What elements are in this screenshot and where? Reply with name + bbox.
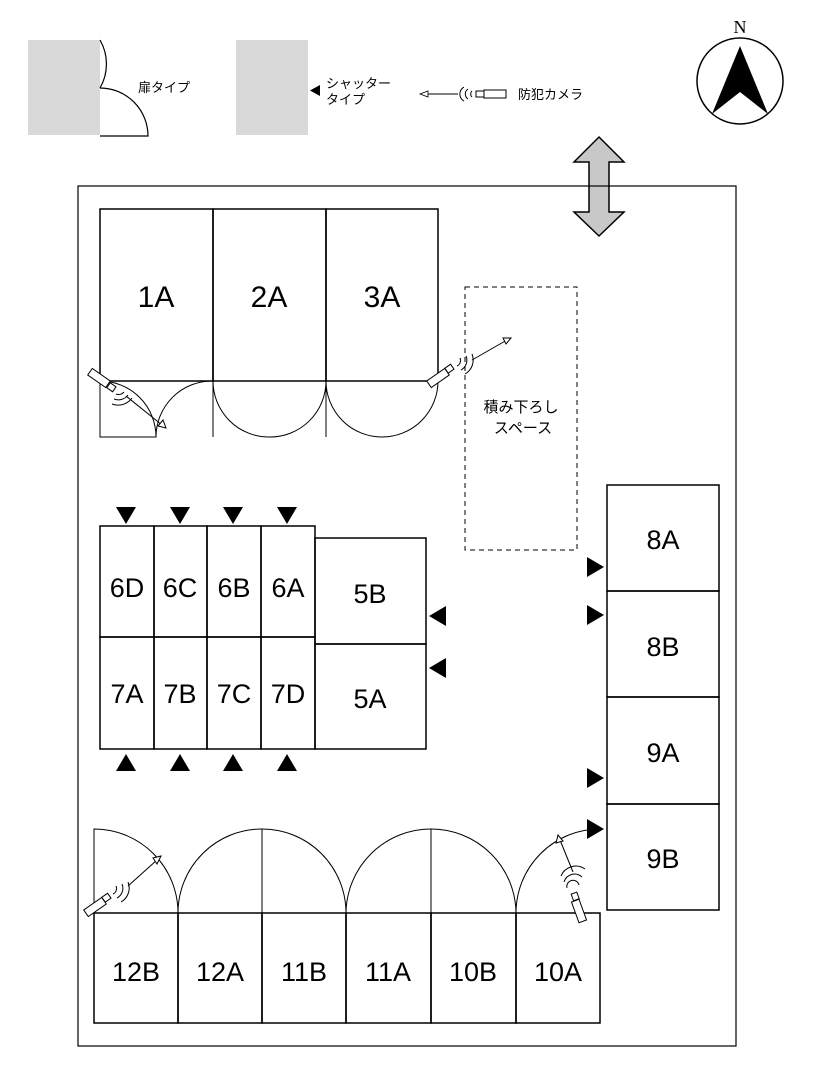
- unit-10A-label: 10A: [534, 957, 582, 987]
- shutter-marker: [587, 768, 604, 788]
- loading-space: [464, 286, 578, 551]
- shutter-marker: [116, 507, 136, 524]
- unit-10B-label: 10B: [449, 957, 497, 987]
- door-swing: [93, 828, 179, 914]
- legend-door-box: [28, 40, 100, 135]
- unit-7D-label: 7D: [271, 679, 306, 709]
- unit-11A-label: 11A: [365, 957, 411, 987]
- unit-5B-label: 5B: [353, 579, 386, 609]
- legend-shutter-type-label-2: タイプ: [326, 92, 365, 107]
- shutter-markers-5: [429, 606, 446, 678]
- unit-7A-label: 7A: [110, 679, 143, 709]
- legend-camera-label: 防犯カメラ: [518, 87, 583, 102]
- unit-2A-label: 2A: [251, 281, 288, 314]
- compass-arrow-icon: [712, 46, 768, 114]
- unit-12A-label: 12A: [196, 957, 244, 987]
- unit-3A-label: 3A: [364, 281, 401, 314]
- loading-space-label-2: スペース: [494, 420, 552, 437]
- unit-6D-label: 6D: [110, 573, 145, 603]
- legend-shutter-triangle-icon: [310, 85, 320, 96]
- shutter-marker: [223, 754, 243, 771]
- legend: 扉タイプ シャッター タイプ 防犯カメラ: [28, 39, 583, 137]
- unit-6A-label: 6A: [271, 573, 304, 603]
- unit-9B: [606, 803, 720, 911]
- loading-space-label-1: 積み下ろし: [483, 399, 558, 416]
- security-camera-10A: [555, 833, 588, 924]
- legend-shutter-box: [236, 40, 308, 135]
- north-compass: N: [696, 17, 784, 125]
- legend-shutter-type-label-1: シャッター: [326, 76, 391, 91]
- unit-9A-label: 9A: [646, 738, 679, 768]
- shutter-marker: [587, 605, 604, 625]
- unit-10A: [515, 912, 601, 1024]
- unit-12B-label: 12B: [112, 957, 160, 987]
- security-camera-3A: [425, 337, 513, 389]
- unit-1A-label: 1A: [138, 281, 175, 314]
- security-camera-12B: [82, 855, 162, 918]
- unit-6C-label: 6C: [163, 573, 198, 603]
- unit-8B-label: 8B: [646, 632, 679, 662]
- shutter-marker: [277, 507, 297, 524]
- shutter-marker: [429, 606, 446, 626]
- bottom-row-door-swings: [93, 828, 601, 914]
- right-unit-column: [606, 484, 720, 911]
- middle-unit-block: [99, 525, 427, 750]
- shutter-marker: [116, 754, 136, 771]
- top-unit-row: [99, 208, 439, 382]
- unit-3A: [325, 208, 439, 382]
- shutter-markers-6-row: [116, 507, 297, 524]
- unit-7C-label: 7C: [217, 679, 252, 709]
- unit-9B-label: 9B: [646, 844, 679, 874]
- bottom-unit-row: [93, 912, 601, 1024]
- door-swing: [325, 380, 439, 438]
- legend-camera-icon: [418, 86, 507, 102]
- door-swing: [212, 380, 327, 438]
- site-boundary: [77, 185, 737, 1047]
- compass-north-label: N: [734, 17, 747, 37]
- door-swing: [515, 828, 601, 914]
- unit-5A: [314, 643, 427, 750]
- unit-5A-label: 5A: [353, 684, 386, 714]
- unit-7B-label: 7B: [163, 679, 196, 709]
- shutter-marker: [587, 557, 604, 577]
- unit-11B-label: 11B: [281, 957, 327, 987]
- shutter-markers-7-row: [116, 754, 297, 771]
- shutter-marker: [170, 507, 190, 524]
- top-row-door-swings: [99, 380, 439, 438]
- shutter-marker: [223, 507, 243, 524]
- legend-door-swing-icon: [99, 39, 149, 137]
- shutter-marker: [277, 754, 297, 771]
- legend-door-type-label: 扉タイプ: [138, 80, 190, 95]
- shutter-markers-8-9: [587, 557, 604, 839]
- shutter-marker: [170, 754, 190, 771]
- shutter-marker: [429, 658, 446, 678]
- security-camera-1A: [86, 367, 167, 429]
- unit-8A-label: 8A: [646, 525, 679, 555]
- unit-6B-label: 6B: [217, 573, 250, 603]
- door-swing: [155, 380, 214, 438]
